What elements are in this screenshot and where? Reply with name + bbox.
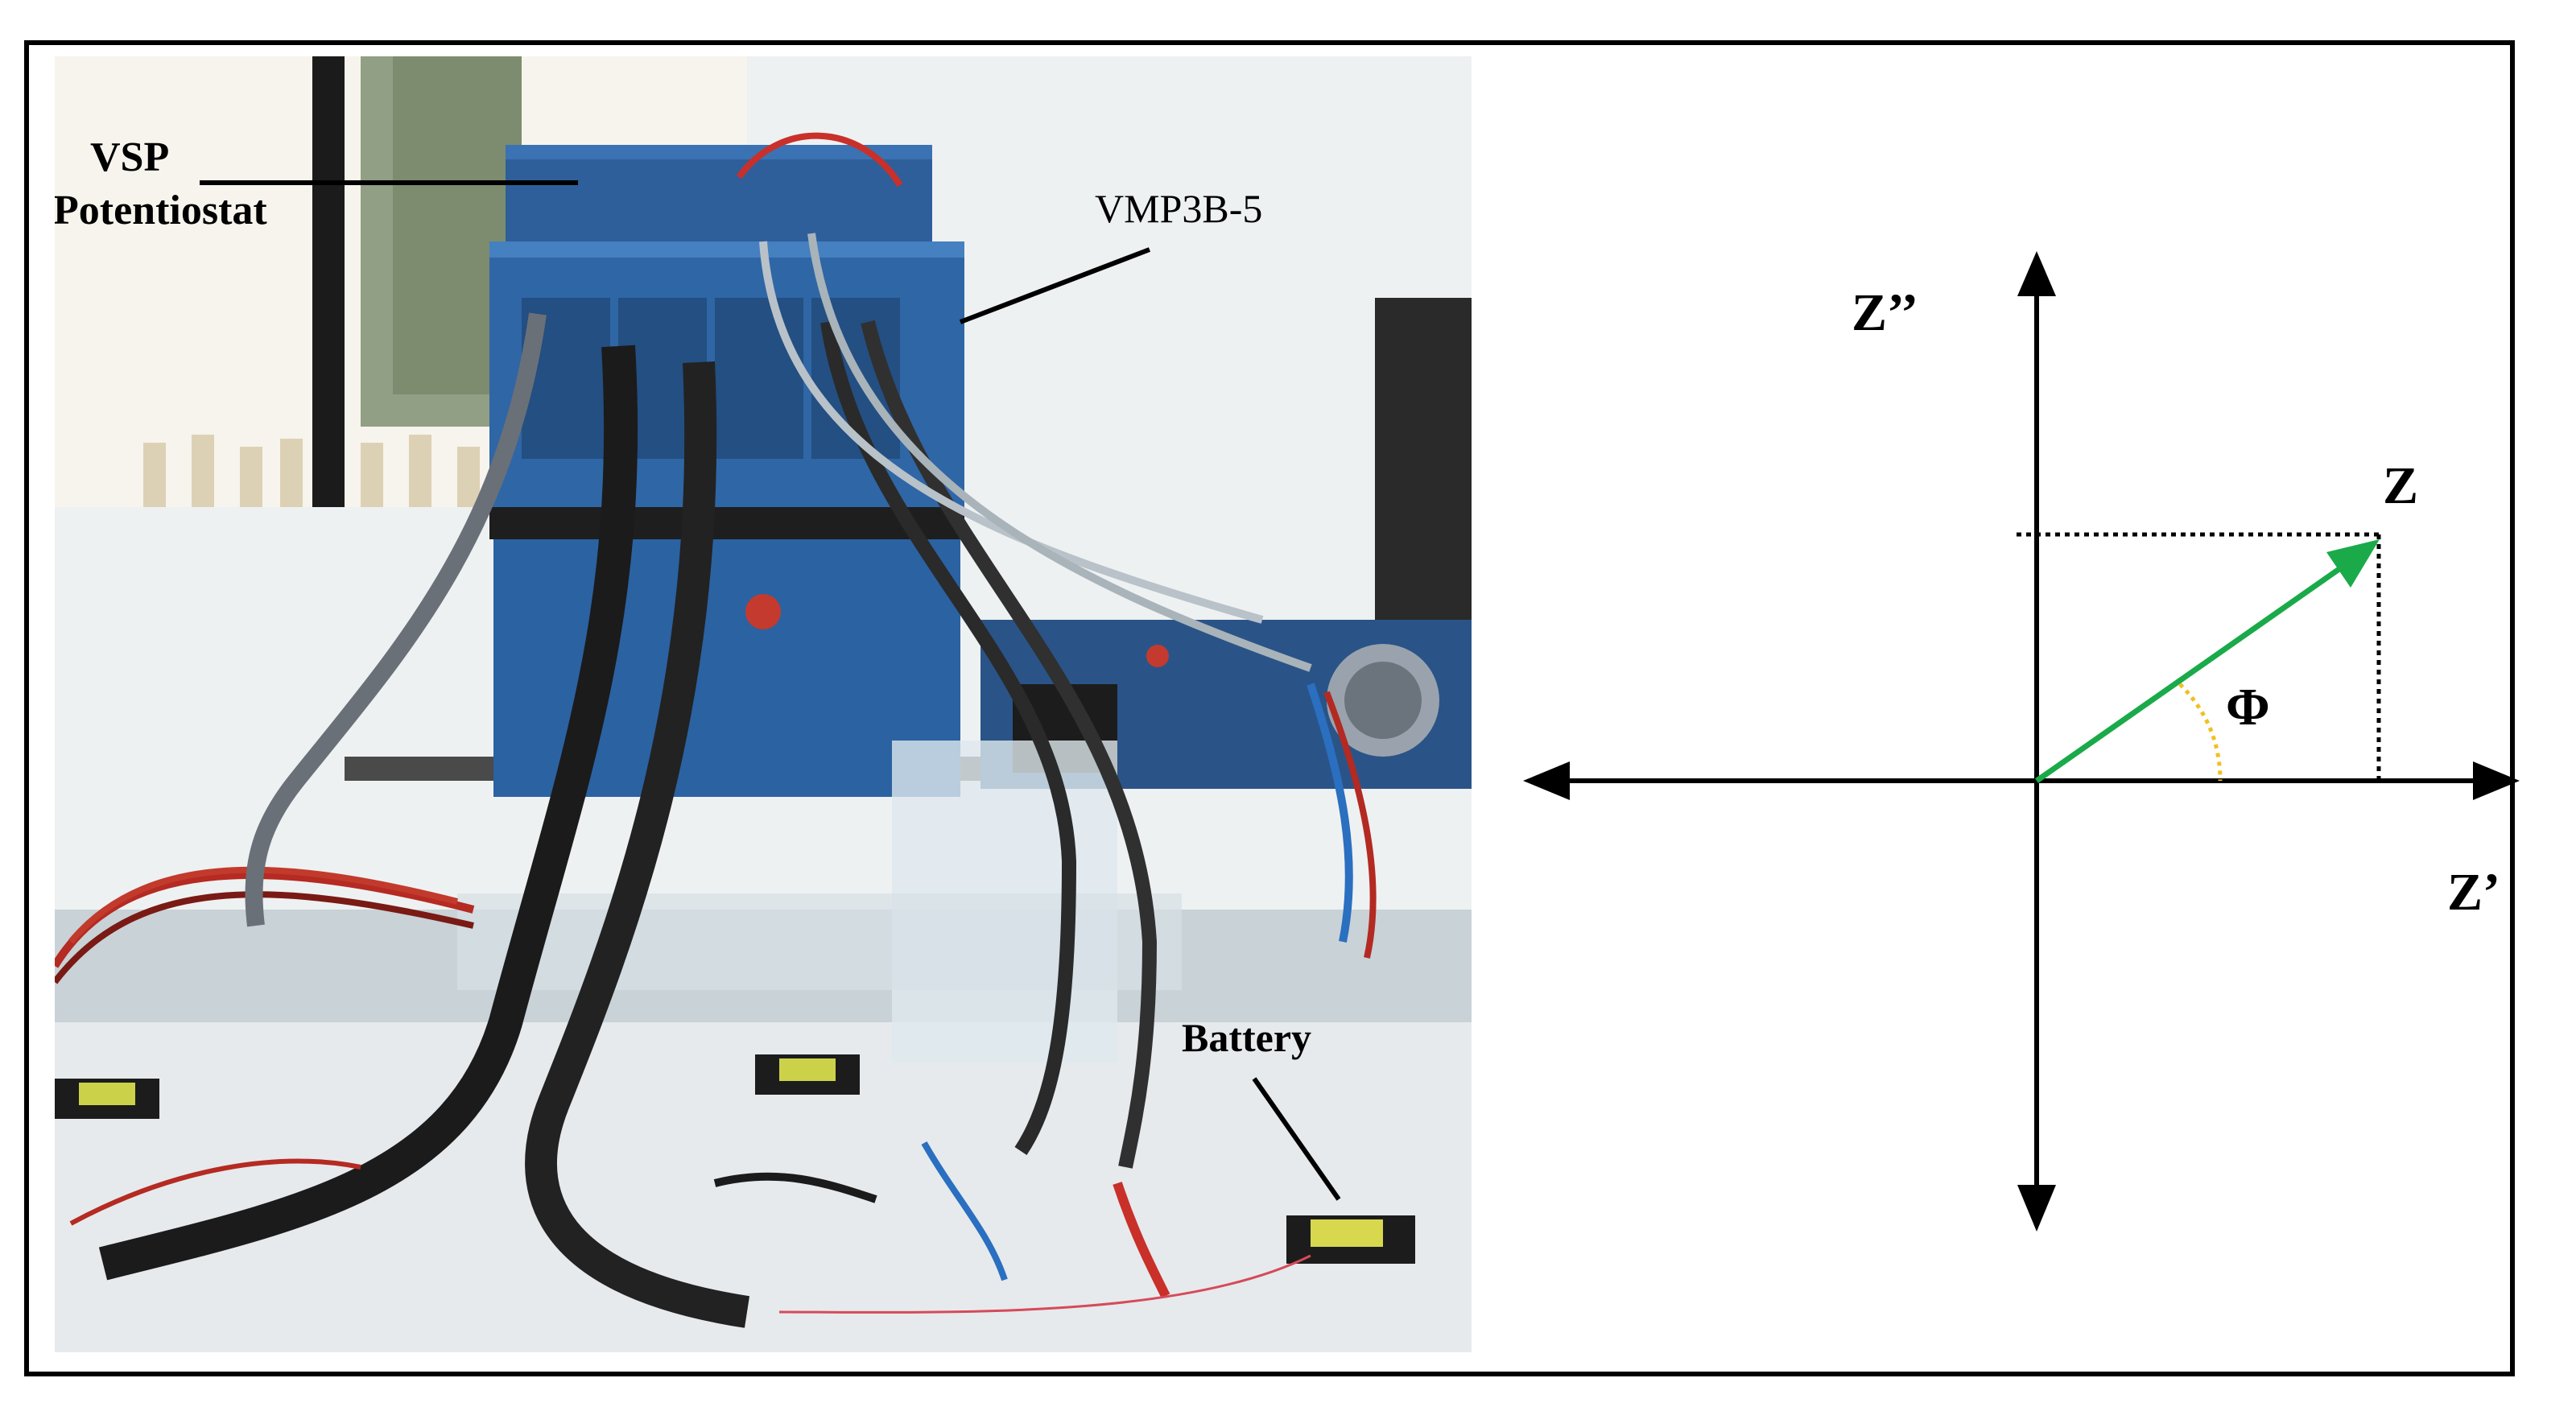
battery-leader-line: [1252, 1077, 1341, 1201]
potentiostat-label: Potentiostat: [55, 188, 267, 233]
vsp-label: VSP: [90, 134, 170, 180]
z-double-prime-label: Z’’: [1852, 283, 1918, 342]
vertical-axis-arrow-bottom: [2017, 1185, 2056, 1232]
z-vector-label: Z: [2383, 456, 2418, 515]
vmp3b5-label: VMP3B-5: [1095, 186, 1263, 231]
battery-label: Battery: [1182, 1015, 1312, 1060]
impedance-vector-arrowhead: [2326, 539, 2380, 588]
horizontal-axis-arrow-left: [1523, 761, 1570, 800]
impedance-diagram: Z’’ Z Φ Z’: [1481, 201, 2528, 1248]
vmp-leader-line: [959, 247, 1151, 324]
impedance-vector: [2034, 553, 2361, 783]
setup-photo: VSP Potentiostat VMP3B-5 Battery: [55, 56, 1472, 1352]
z-prime-label: Z’: [2447, 863, 2500, 922]
phi-angle-label: Φ: [2226, 678, 2270, 737]
setup-illustration: [55, 56, 1472, 1352]
vertical-axis-arrow-top: [2017, 251, 2056, 296]
impedance-diagram-svg: Z’’ Z Φ Z’: [1523, 251, 2520, 1232]
horizontal-axis-arrow-right: [2473, 761, 2520, 800]
phase-angle-arc: [2178, 683, 2223, 782]
